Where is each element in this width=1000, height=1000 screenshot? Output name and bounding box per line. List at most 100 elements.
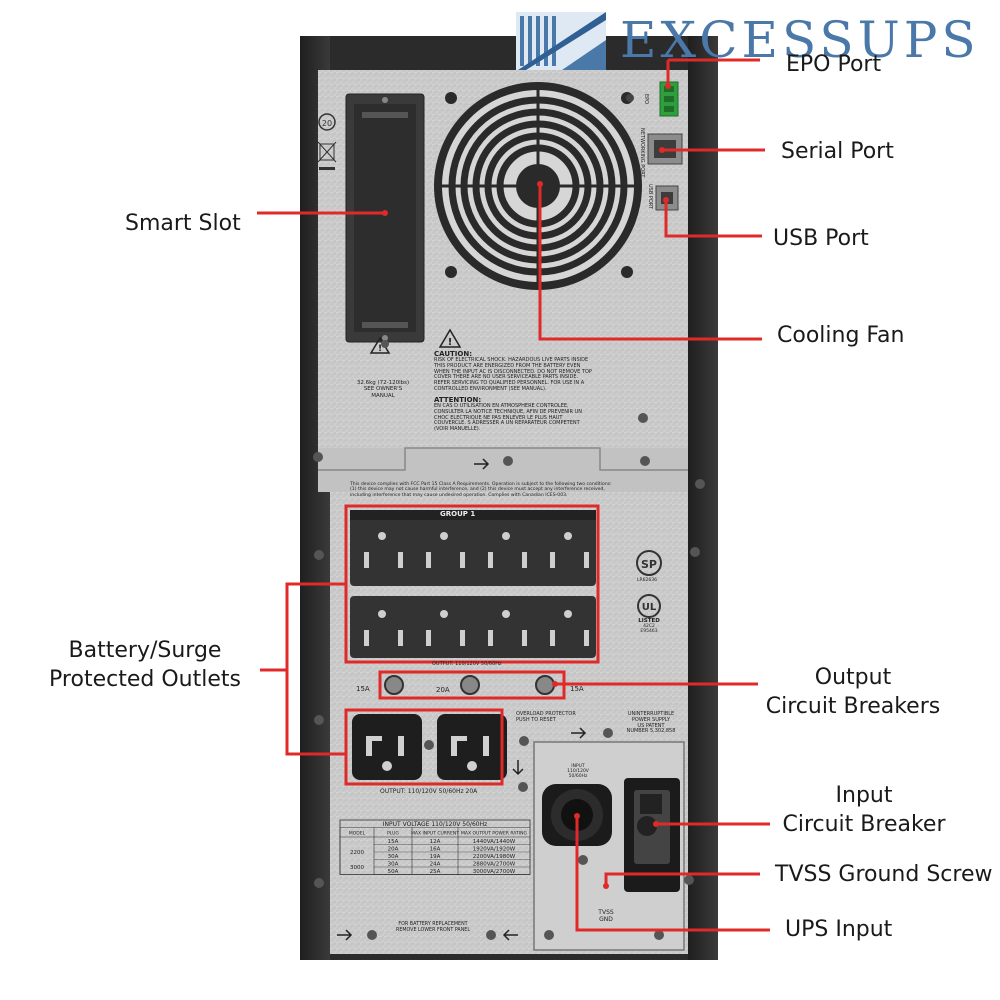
nema-5-15-outlet <box>426 610 465 646</box>
ul-code-2: E95463 <box>640 629 658 635</box>
callout-input-circuit-breaker: Input Circuit Breaker <box>776 781 952 839</box>
breaker-15a-left: 15A <box>356 685 370 693</box>
ul-listed-text: LISTED <box>638 618 660 624</box>
rating-table-cell: 1440VA/1440W <box>473 839 516 845</box>
ul-code-1: 42C2 <box>643 624 655 630</box>
callout-outlets-line-1: Battery/Surge <box>68 638 222 663</box>
overload-line-2: PUSH TO RESET <box>516 716 556 723</box>
callout-protected-outlets: Battery/Surge Protected Outlets <box>40 636 250 694</box>
ups-line-1: UNINTERRUPTIBLE <box>627 711 675 717</box>
ul-mark-icon: UL <box>637 594 661 618</box>
fcc-line-1: This device complies with FCC Part 15 Cl… <box>350 482 612 487</box>
csa-code: LR62636 <box>637 578 657 583</box>
input-circuit-breaker <box>624 778 680 892</box>
tvss-line-1: TVSS <box>598 909 614 916</box>
caution-label: CAUTION: RISK OF ELECTRICAL SHOCK. HAZAR… <box>434 350 594 393</box>
callout-dots <box>382 83 671 889</box>
panel-arrows <box>337 458 587 941</box>
ul-listed-label: LISTED 42C2 E95463 <box>636 618 662 635</box>
ups-patent-label: UNINTERRUPTIBLE POWER SUPPLY US PATENT N… <box>622 711 680 735</box>
rating-table-column-header: PLUG <box>387 831 399 837</box>
outlet-group-1 <box>350 510 596 658</box>
attention-body: EN CAS D UTILISATION EN ATMOSPHERE CONTR… <box>434 403 582 433</box>
nema-5-15-outlet <box>550 610 589 646</box>
excessups-logo: EXCESSUPS <box>512 4 996 76</box>
recycling-icon: 20 <box>318 113 336 131</box>
nema-5-15-outlet <box>488 532 527 568</box>
svg-text:20: 20 <box>322 119 332 128</box>
nema-5-15-outlet <box>550 532 589 568</box>
logo-mark-icon <box>516 12 606 70</box>
smart-slot <box>345 93 425 343</box>
nema-5-15-outlet <box>364 532 403 568</box>
output-large-label: OUTPUT: 110/120V 50/60Hz 20A <box>380 788 478 795</box>
networking-port-label: NETWORKING PORT <box>639 128 645 178</box>
input-small-line-2: 110/120V <box>567 769 589 775</box>
usb-port-device-label: USB PORT <box>647 184 653 209</box>
rating-table-cell: 2880VA/2700W <box>473 862 516 868</box>
ups-line-4: NUMBER 5,302,858 <box>626 728 676 735</box>
rating-table-cell: 30A <box>388 862 399 868</box>
output-small-label: OUTPUT: 110/120V 50/60Hz <box>432 661 502 667</box>
ups-line-3: US PATENT <box>637 722 665 729</box>
callout-input-line-1: Input <box>835 783 893 808</box>
svg-text:!: ! <box>448 337 453 348</box>
battery-line-2: REMOVE LOWER FRONT PANEL <box>395 927 470 933</box>
panel-screws <box>313 340 705 940</box>
nema-5-15-outlet <box>488 610 527 646</box>
battery-replacement-label: FOR BATTERY REPLACEMENT REMOVE LOWER FRO… <box>378 922 488 933</box>
nema-5-15-outlet <box>364 610 403 646</box>
caution-body: RISK OF ELECTRICAL SHOCK. HAZARDOUS LIVE… <box>434 357 592 392</box>
rating-table-header: INPUT VOLTAGE 110/120V 50/60Hz <box>383 821 488 828</box>
weight-line-1: 32.6kg (72-120lbs) <box>356 380 410 386</box>
callout-epo-port: EPO Port <box>786 52 882 77</box>
battery-line-1: FOR BATTERY REPLACEMENT <box>398 922 468 927</box>
rating-table-cell: 30A <box>388 854 399 860</box>
logo-text: EXCESSUPS <box>620 11 980 69</box>
attention-label: ATTENTION: EN CAS D UTILISATION EN ATMOS… <box>434 396 594 433</box>
tvss-gnd-label: TVSS GND <box>594 909 618 924</box>
caution-warning-icon: ! <box>438 328 462 348</box>
rating-table-column-header: MAX OUTPUT POWER RATING <box>461 831 527 837</box>
overload-protector-label: OVERLOAD PROTECTOR PUSH TO RESET <box>516 711 576 724</box>
attention-title: ATTENTION: <box>434 396 482 404</box>
svg-text:!: ! <box>378 344 382 354</box>
svg-text:UL: UL <box>642 602 657 613</box>
callout-output-line-2: Circuit Breakers <box>765 694 941 719</box>
rating-table-cell: 20A <box>388 847 399 853</box>
rating-table-cell: 1920VA/1920W <box>473 847 516 853</box>
nema-5-20-outlets <box>352 714 507 780</box>
callout-ups-input: UPS Input <box>785 917 893 942</box>
rating-table-column-header: MAX INPUT CURRENT <box>411 831 459 837</box>
rating-table-cell: 3000VA/2700W <box>473 869 516 875</box>
callout-output-line-1: Output <box>814 665 892 690</box>
rating-table-cell: 24A <box>430 862 441 868</box>
fcc-line-3: including interference that may cause un… <box>350 492 568 498</box>
input-small-line-3: 50/60Hz <box>568 774 588 780</box>
rating-table-column-header: MODEL <box>349 831 366 837</box>
tvss-line-2: GND <box>599 915 613 923</box>
rating-table-cell: 2200 <box>350 850 364 856</box>
weight-line-3: MANUAL <box>371 392 395 399</box>
callout-lines <box>257 58 770 932</box>
weight-label: 32.6kg (72-120lbs) SEE OWNER'S MANUAL <box>352 380 414 399</box>
callout-input-line-2: Circuit Breaker <box>782 812 946 837</box>
input-small-line-1: INPUT <box>571 764 585 769</box>
callout-usb-port: USB Port <box>773 226 869 251</box>
group-1-label: GROUP 1 <box>440 510 476 518</box>
rating-table-cell: 12A <box>430 839 441 845</box>
rating-table-cell: 25A <box>430 869 441 875</box>
csa-mark-icon: SP <box>636 550 662 576</box>
rating-table-cell: 16A <box>430 847 441 853</box>
callout-cooling-fan: Cooling Fan <box>777 323 905 348</box>
callout-serial-port: Serial Port <box>781 139 894 164</box>
overload-line-1: OVERLOAD PROTECTOR <box>516 711 576 717</box>
nema-5-15-outlet <box>426 532 465 568</box>
callout-outlets-line-2: Protected Outlets <box>49 667 241 692</box>
rating-table-cell: 50A <box>388 869 399 875</box>
input-small-label: INPUT 110/120V 50/60Hz <box>566 764 590 780</box>
breaker-15a-right: 15A <box>570 685 584 693</box>
